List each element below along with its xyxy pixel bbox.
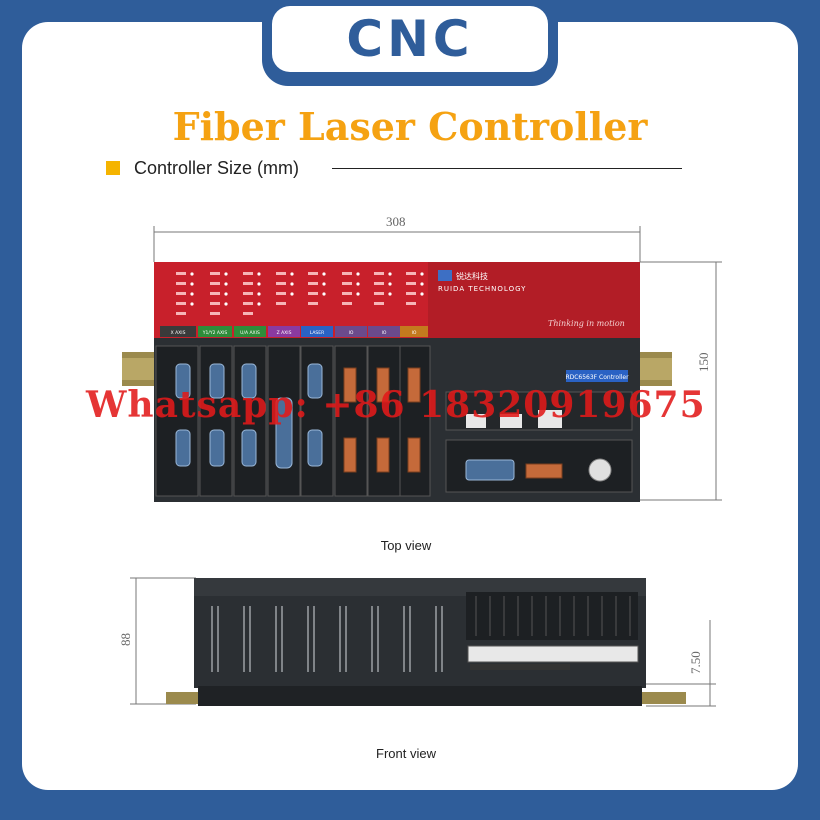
- front-base: [198, 686, 642, 706]
- watermark: Whatsapp: +86 18320919675: [86, 384, 706, 426]
- vent-slots: [211, 606, 443, 672]
- serial-port-icon: [465, 459, 515, 481]
- bullet-square-icon: [106, 161, 120, 175]
- front-top-bumps: [194, 578, 646, 596]
- brand-cn: 锐达科技: [456, 271, 488, 281]
- module-label-z: Z AXIS: [277, 330, 292, 336]
- front-port-strip: [467, 645, 639, 663]
- front-view-caption: Front view: [376, 746, 436, 761]
- front-height-dim: 88: [118, 633, 133, 646]
- model-name: RDC6563F Controller: [565, 374, 629, 381]
- page-title: Fiber Laser Controller: [172, 104, 648, 149]
- ethernet-port-icon: [500, 414, 522, 428]
- rail-dim: 7.50: [688, 651, 703, 674]
- power-terminal-icon: [525, 463, 563, 479]
- brand-panel: [428, 262, 640, 338]
- brand-name: RUIDA TECHNOLOGY: [438, 285, 526, 293]
- led-columns: [176, 272, 416, 315]
- module-label-x: X AXIS: [171, 330, 186, 336]
- header-badge: CNC: [272, 6, 548, 72]
- led-dots: [190, 272, 424, 306]
- front-port-slot: [470, 664, 570, 670]
- module-label-io-3: IO: [412, 330, 417, 336]
- module-label-y: Y1/Y2 AXIS: [202, 330, 228, 336]
- brand-logo-icon: [438, 270, 452, 281]
- module-label-laser: LASER: [310, 330, 325, 336]
- module-label-ua: U/A AXIS: [240, 330, 260, 336]
- power-button-icon: [588, 458, 612, 482]
- module-label-io-1: IO: [349, 330, 354, 336]
- brand-slogan: Thinking in motion: [548, 319, 625, 328]
- top-view-dimension-lines: [153, 226, 722, 501]
- front-view-dimension-lines: [130, 577, 716, 707]
- top-width-dim: 308: [386, 214, 406, 229]
- badge-text: CNC: [346, 10, 474, 68]
- db-connectors: [175, 363, 323, 469]
- model-tag: [566, 370, 628, 382]
- section-heading: Controller Size (mm): [106, 156, 299, 180]
- section-label: Controller Size (mm): [134, 157, 300, 178]
- front-grill: [466, 592, 638, 640]
- network-port-icon: [538, 410, 562, 428]
- module-label-io-2: IO: [382, 330, 387, 336]
- top-height-dim: 150: [696, 352, 711, 373]
- top-view-caption: Top view: [380, 538, 432, 553]
- usb-port-icon: [466, 414, 486, 428]
- section-divider: [332, 168, 682, 169]
- module-label-bars: [160, 326, 428, 337]
- terminal-connectors: [343, 367, 421, 473]
- grill-slots: [475, 596, 631, 636]
- header-tab: CNC: [262, 0, 558, 86]
